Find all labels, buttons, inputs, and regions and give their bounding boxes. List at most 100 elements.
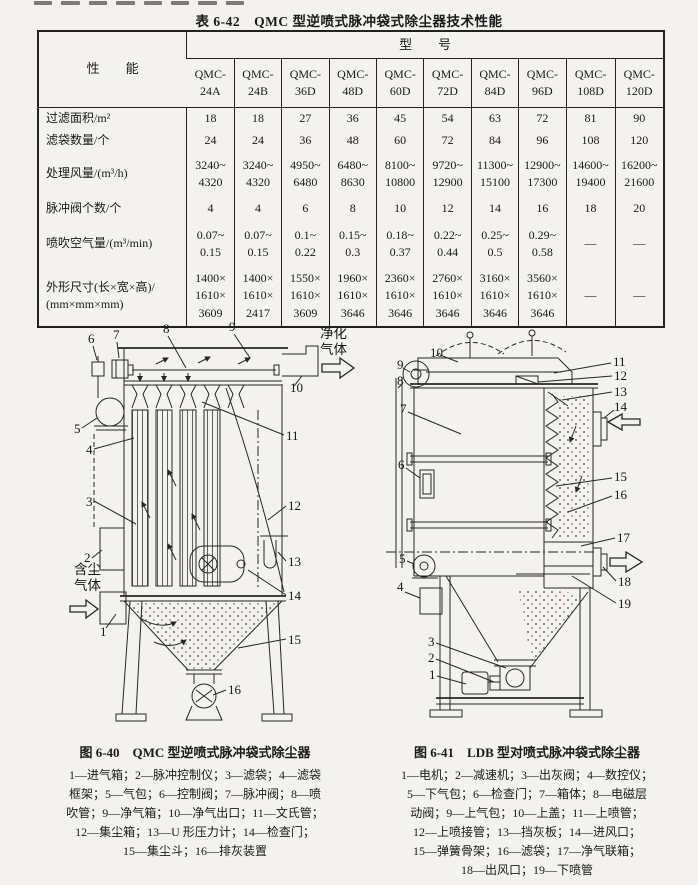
- table-cell: 10: [375, 196, 424, 222]
- callout-15: 15: [288, 632, 301, 647]
- dirty-gas-label: 气体: [74, 578, 101, 593]
- top-cover: [410, 329, 598, 389]
- table-cell: 72: [518, 107, 567, 130]
- callout-15: 15: [614, 469, 627, 484]
- table-cell: 0.22~ 0.44: [423, 222, 472, 266]
- table-cell: 120: [614, 130, 664, 152]
- table-cell: 2760× 1610× 3646: [423, 266, 472, 327]
- table-cell: 12900~ 17300: [518, 152, 567, 196]
- venturi-and-bags: [131, 373, 285, 593]
- callout-5: 5: [399, 551, 406, 566]
- figure-6-40-caption: 图 6-40 QMC 型逆喷式脉冲袋式除尘器 1—进气箱；2—脉冲控制仪；3—滤…: [30, 742, 360, 861]
- figure-caption-title: 图 6-40 QMC 型逆喷式脉冲袋式除尘器: [79, 745, 311, 760]
- table-cell: 16200~ 21600: [614, 152, 664, 196]
- clean-gas-label: 净化: [320, 326, 347, 341]
- model-name: QMC- 24A: [186, 58, 235, 108]
- table-cell: 0.15~ 0.3: [328, 222, 377, 266]
- u-tube-manometer: [260, 535, 288, 569]
- callout-19: 19: [618, 596, 631, 611]
- table-cell: 48: [328, 130, 377, 152]
- figure-6-41-diagram: 1 2 3 4 5 6 7 8 9 10 11 12 13 14 15 16 1…: [386, 329, 644, 718]
- clean-gas-arrow: [321, 356, 356, 380]
- table-cell: 4950~ 6480: [281, 152, 330, 196]
- table-cell: 1400× 1610× 3609: [186, 266, 235, 327]
- callout-16: 16: [228, 682, 242, 697]
- table-cell: 63: [470, 107, 519, 130]
- callout-14: 14: [288, 588, 302, 603]
- callout-12: 12: [288, 498, 301, 513]
- model-name: QMC- 24B: [233, 58, 282, 108]
- model-name: QMC- 36D: [281, 58, 330, 108]
- table-cell: 3160× 1610× 3646: [470, 266, 519, 327]
- dirty-gas-inlet: [69, 591, 127, 625]
- table-cell: 1550× 1610× 3609: [281, 266, 330, 327]
- inspection-door: [189, 545, 246, 583]
- table-cell: 14: [470, 196, 519, 222]
- table-cell: 54: [423, 107, 472, 130]
- callout-3: 3: [86, 494, 93, 509]
- table-cell: 18: [565, 196, 616, 222]
- gas-outlet: [592, 547, 644, 577]
- callout-4: 4: [397, 579, 404, 594]
- table-cell: 20: [614, 196, 664, 222]
- table-cell: 72: [423, 130, 472, 152]
- figure-6-41-caption: 图 6-41 LDB 型对喷式脉冲袋式除尘器 1—电机；2—减速机；3—出灰阀；…: [362, 742, 692, 880]
- table-cell: 36: [281, 130, 330, 152]
- model-name: QMC- 48D: [328, 58, 377, 108]
- table-cell: 0.1~ 0.22: [281, 222, 330, 266]
- model-name: QMC- 60D: [375, 58, 424, 108]
- row-label: 滤袋数量/个: [46, 133, 110, 148]
- model-name: QMC- 120D: [614, 58, 664, 108]
- table-cell: 1960× 1610× 3646: [328, 266, 377, 327]
- callout-18: 18: [618, 574, 631, 589]
- table-cell: 36: [328, 107, 377, 130]
- cropped-glyphs-artifact: [34, 1, 244, 7]
- callout-3: 3: [428, 634, 435, 649]
- callout-10: 10: [290, 380, 303, 395]
- hopper-and-base: [429, 575, 603, 718]
- support-legs: [115, 600, 293, 722]
- table-cell: —: [565, 222, 616, 266]
- callout-6: 6: [88, 331, 95, 346]
- clean-gas-plenum: [118, 345, 319, 386]
- casing-and-bag-chamber: [386, 388, 596, 589]
- dirty-gas-label: 含尘: [74, 562, 101, 577]
- callout-1: 1: [429, 667, 436, 682]
- row-label: 脉冲阀个数/个: [46, 201, 122, 216]
- table-cell: 90: [614, 107, 664, 130]
- row-label: 外形尺寸(长×宽×高)/ (mm×mm×mm): [46, 279, 155, 311]
- table-cell: 108: [565, 130, 616, 152]
- table-cell: 0.07~ 0.15: [233, 222, 282, 266]
- callout-11: 11: [286, 428, 299, 443]
- row-label: 处理风量/(m³/h): [46, 166, 128, 181]
- table-cell: 14600~ 19400: [565, 152, 616, 196]
- hopper: [123, 600, 283, 671]
- callout-2: 2: [84, 550, 91, 565]
- table-cell: 18: [186, 107, 235, 130]
- callout-5: 5: [74, 421, 81, 436]
- table-cell: 0.07~ 0.15: [186, 222, 235, 266]
- table-cell: 4: [233, 196, 282, 222]
- callout-13: 13: [288, 554, 301, 569]
- table-caption: 表 6-42 QMC 型逆喷式脉冲袋式除尘器技术性能: [195, 14, 503, 29]
- callout-1: 1: [100, 624, 107, 639]
- table-cell: 4: [186, 196, 235, 222]
- table-cell: —: [614, 266, 664, 327]
- table-cell: 11300~ 15100: [470, 152, 519, 196]
- table-cell: 24: [233, 130, 282, 152]
- callout-leaders: [81, 333, 303, 696]
- figure-caption-legend: 1—电机；2—减速机；3—出灰阀；4—数控仪； 5—下气包；6—检查门；7—箱体…: [400, 768, 653, 877]
- model-name: QMC- 96D: [518, 58, 567, 108]
- table-cell: 12: [423, 196, 472, 222]
- table-cell: 0.29~ 0.58: [518, 222, 567, 266]
- table-cell: 6: [281, 196, 330, 222]
- callout-17: 17: [617, 530, 631, 545]
- table-cell: 3240~ 4320: [233, 152, 282, 196]
- model-name: QMC- 84D: [470, 58, 519, 108]
- table-cell: —: [565, 266, 616, 327]
